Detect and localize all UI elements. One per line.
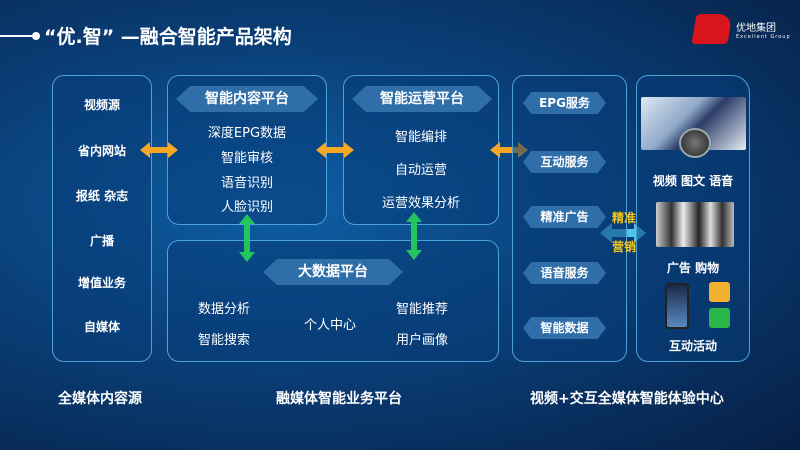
marketing-label: 精准 [612, 211, 637, 225]
source-item: 视频源 [83, 98, 120, 112]
content-platform-title: 智能内容平台 [176, 86, 318, 112]
marketing-label: 营销 [612, 240, 637, 254]
wechat-icon [709, 308, 730, 328]
source-item: 自媒体 [83, 320, 120, 334]
content-item: 语音识别 [220, 176, 273, 191]
bigdata-panel: 大数据平台 数据分析 智能搜索 个人中心 智能推荐 用户画像 [167, 240, 499, 362]
double-arrow-icon [316, 142, 354, 158]
fashion-image [656, 202, 734, 247]
bigdata-item: 数据分析 [198, 302, 251, 317]
title-line [0, 34, 32, 37]
service-item: 精准广告 [523, 206, 606, 228]
service-item: 互动服务 [523, 151, 606, 173]
title-text: “优.智” —融合智能产品架构 [44, 26, 292, 48]
experience-caption: 视频 图文 语音 [652, 174, 734, 188]
experience-caption: 广告 购物 [666, 261, 720, 275]
footer-label: 视频+交互全媒体智能体验中心 [530, 391, 724, 407]
ops-item: 运营效果分析 [381, 196, 460, 211]
ops-platform-panel: 智能运营平台 智能编排 自动运营 运营效果分析 [343, 75, 499, 225]
content-item: 深度EPG数据 [207, 126, 287, 141]
source-item: 省内网站 [77, 144, 126, 158]
services-panel: EPG服务 互动服务 精准广告 语音服务 智能数据 [512, 75, 627, 362]
title-dot [32, 31, 40, 40]
service-item: 智能数据 [523, 317, 606, 339]
footer-label: 全媒体内容源 [58, 391, 142, 407]
sources-panel: 视频源 省内网站 报纸 杂志 广播 增值业务 自媒体 [52, 75, 152, 362]
weibo-icon [709, 282, 730, 302]
ops-platform-title: 智能运营平台 [352, 86, 492, 112]
bigdata-title: 大数据平台 [263, 259, 403, 285]
bigdata-item: 智能搜索 [198, 333, 251, 348]
bigdata-item: 个人中心 [304, 318, 357, 333]
source-item: 增值业务 [77, 276, 126, 290]
ops-item: 自动运营 [394, 163, 447, 178]
content-item: 智能审核 [220, 151, 273, 166]
content-item: 人脸识别 [220, 200, 273, 215]
source-item: 报纸 杂志 [75, 189, 129, 203]
logo-subtext: Excellent Group [736, 33, 791, 40]
vertical-arrow-icon [406, 212, 422, 260]
page-title: “优.智” —融合智能产品架构 [0, 22, 292, 49]
double-arrow-icon [140, 142, 178, 158]
experience-panel: 视频 图文 语音 广告 购物 互动活动 [636, 75, 750, 362]
vertical-arrow-icon [239, 214, 255, 262]
logo-text: 优地集团 [736, 22, 776, 34]
experience-caption: 互动活动 [668, 339, 717, 353]
ops-item: 智能编排 [394, 130, 447, 145]
phone-icon [665, 283, 689, 329]
bigdata-item: 智能推荐 [396, 302, 449, 317]
bigdata-item: 用户画像 [396, 333, 449, 348]
footer-label: 融媒体智能业务平台 [276, 391, 402, 407]
service-item: 语音服务 [523, 262, 606, 284]
content-platform-panel: 智能内容平台 深度EPG数据 智能审核 语音识别 人脸识别 [167, 75, 327, 225]
source-item: 广播 [89, 234, 114, 248]
service-item: EPG服务 [523, 92, 606, 114]
microphone-icon [679, 128, 711, 158]
